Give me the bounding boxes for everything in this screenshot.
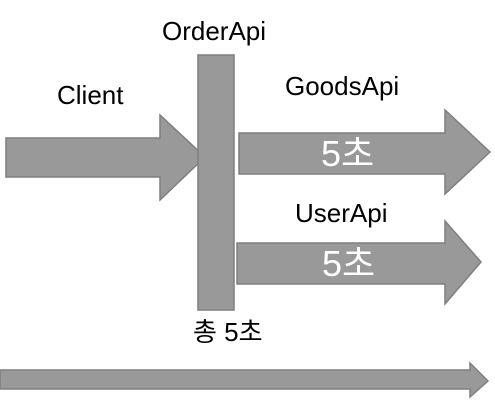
total-duration-label: 총 5초	[193, 317, 263, 347]
user-api-label: UserApi	[295, 198, 388, 228]
user-api-arrow	[236, 219, 482, 307]
goods-api-duration-label: 5초	[321, 133, 375, 174]
client-arrow	[5, 113, 207, 202]
goods-api-arrow	[238, 108, 492, 196]
order-api-bar	[197, 54, 235, 311]
client-label: Client	[57, 80, 124, 110]
order-api-label: OrderApi	[162, 16, 267, 46]
total-time-arrow	[0, 361, 490, 399]
user-api-duration-label: 5초	[322, 243, 376, 284]
goods-api-label: GoodsApi	[285, 71, 400, 101]
